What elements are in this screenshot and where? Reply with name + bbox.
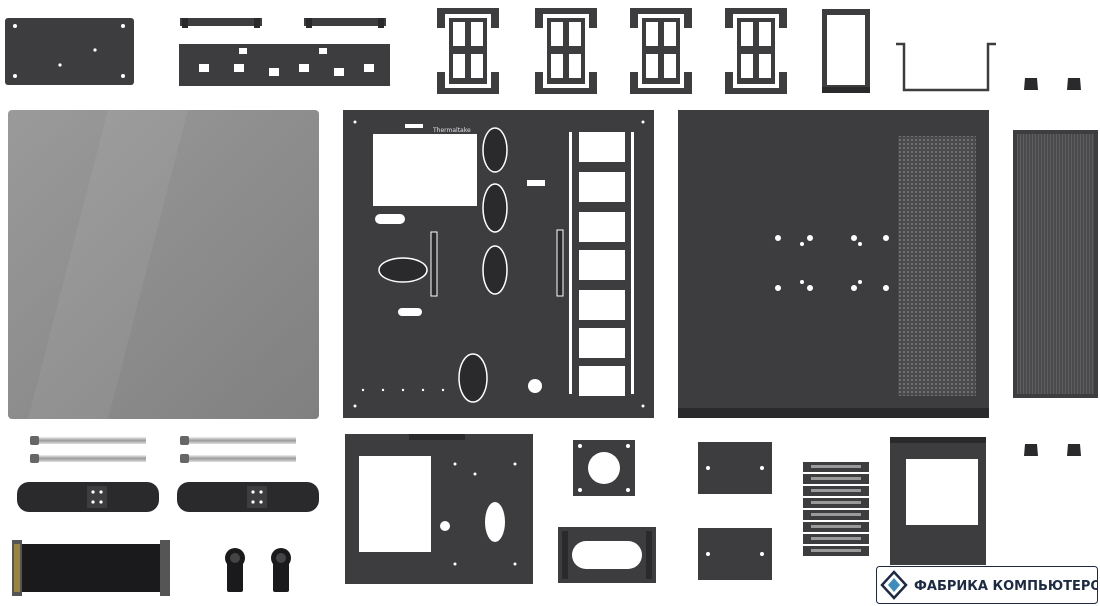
rail-bar-right [304, 18, 386, 28]
psu-frame [822, 9, 870, 93]
tall-psu-bracket [890, 437, 986, 565]
watermark-badge: ФАБРИКА КОМПЬЮТЕРОВ FK.BY [876, 566, 1098, 604]
pcie-riser-cable [12, 540, 170, 596]
tube-mount-left [224, 548, 246, 594]
standoff-rods-left [30, 434, 148, 468]
stand-foot-left [17, 482, 159, 512]
drive-cage-1 [437, 8, 499, 94]
mesh-dust-filter [1013, 130, 1098, 398]
brand-text: Thermaltake [432, 127, 471, 134]
rubber-foot-2 [1066, 76, 1082, 92]
tube-mount-right [270, 548, 292, 594]
fk-diamond-logo-icon [880, 570, 908, 600]
ssd-bracket-bottom [698, 528, 772, 580]
fan-plate [573, 440, 635, 496]
rubber-foot-1 [1023, 76, 1039, 92]
rubber-foot-4 [1066, 442, 1082, 458]
oval-slot-plate [558, 527, 656, 583]
ssd-bracket-top [698, 442, 772, 494]
bottom-mounting-panel [345, 434, 533, 584]
small-mounting-plate [5, 18, 134, 85]
right-side-panel [678, 110, 989, 418]
stand-foot-right [177, 482, 319, 512]
watermark-text: ФАБРИКА КОМПЬЮТЕРОВ FK.BY [914, 579, 1098, 594]
drive-cage-2 [535, 8, 597, 94]
motherboard-tray: Thermaltake [343, 110, 654, 418]
rubber-foot-3 [1023, 442, 1039, 458]
pci-slot-covers [803, 462, 869, 556]
rail-bar-left [180, 18, 262, 28]
long-slotted-bracket [179, 44, 390, 86]
standoff-rods-right [180, 434, 298, 468]
tempered-glass-panel [8, 110, 319, 419]
u-bracket [894, 42, 998, 94]
drive-cage-3 [630, 8, 692, 94]
drive-cage-4 [725, 8, 787, 94]
